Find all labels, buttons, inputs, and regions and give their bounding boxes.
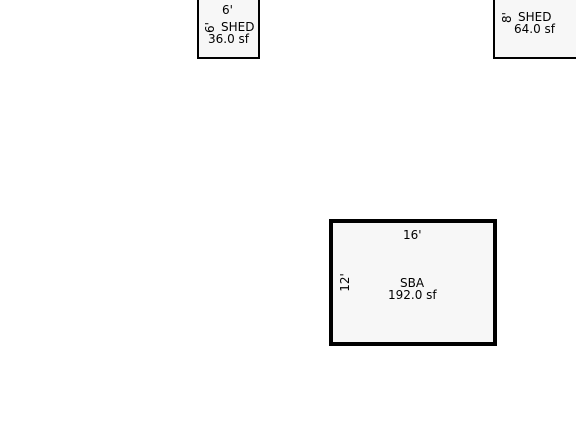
sba-width-label: 16'	[403, 228, 422, 242]
shed-1-name: SHED	[221, 20, 255, 34]
shed-1-outline	[197, 0, 260, 59]
shed-2-outline	[493, 0, 576, 59]
shed-1-width-label: 6'	[222, 3, 233, 17]
shed-1-area: 36.0 sf	[208, 32, 250, 46]
sba-name: SBA	[400, 276, 425, 290]
shed-2-area: 64.0 sf	[514, 22, 556, 36]
shed-2-name: SHED	[518, 10, 552, 24]
shed-2-depth-label: 8'	[499, 12, 514, 23]
sba-outline	[329, 219, 497, 346]
sba-area: 192.0 sf	[388, 288, 437, 302]
sba-depth-label: 12'	[337, 273, 352, 292]
